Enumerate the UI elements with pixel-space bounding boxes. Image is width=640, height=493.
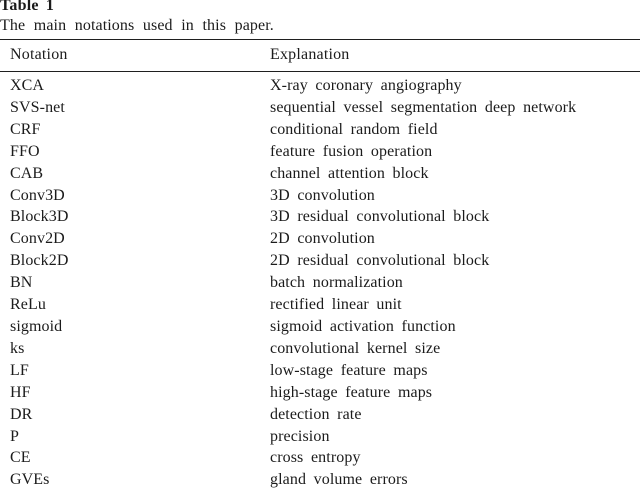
table-row: FFO feature fusion operation — [0, 141, 640, 163]
explanation-cell: high-stage feature maps — [270, 383, 433, 401]
notation-cell: P — [10, 427, 19, 445]
table-row: BN batch normalization — [0, 272, 640, 294]
table-row: HF high-stage feature maps — [0, 382, 640, 404]
table-row: sigmoid sigmoid activation function — [0, 316, 640, 338]
notation-cell: Conv3D — [10, 186, 65, 204]
explanation-cell: cross entropy — [270, 449, 361, 467]
explanation-cell: 2D convolution — [270, 230, 375, 248]
explanation-cell: batch normalization — [270, 274, 403, 292]
table-row: Conv2D 2D convolution — [0, 228, 640, 250]
table-row: Block3D 3D residual convolutional block — [0, 206, 640, 228]
explanation-cell: feature fusion operation — [270, 142, 433, 160]
notation-cell: XCA — [10, 77, 45, 94]
table-row: GVEs gland volume errors — [0, 469, 640, 493]
explanation-cell: convolutional kernel size — [270, 339, 441, 357]
notation-cell: CE — [10, 449, 31, 467]
notation-cell: DR — [10, 405, 33, 423]
table-row: DR detection rate — [0, 404, 640, 426]
explanation-cell: gland volume errors — [270, 471, 408, 489]
explanation-cell: 3D convolution — [270, 186, 375, 204]
notation-cell: ks — [10, 339, 25, 357]
explanation-cell: 3D residual convolutional block — [270, 208, 490, 226]
table-row: CAB channel attention block — [0, 163, 640, 185]
table-row: ReLu rectified linear unit — [0, 294, 640, 316]
explanation-cell: low-stage feature maps — [270, 361, 428, 379]
notation-cell: GVEs — [10, 471, 50, 489]
notation-cell: BN — [10, 274, 33, 292]
explanation-cell: rectified linear unit — [270, 296, 402, 314]
notation-cell: Conv2D — [10, 230, 65, 248]
table-row: Block2D 2D residual convolutional block — [0, 250, 640, 272]
explanation-cell: X-ray coronary angiography — [270, 77, 462, 94]
column-header-explanation: Explanation — [260, 39, 640, 72]
explanation-cell: conditional random field — [270, 120, 438, 138]
explanation-cell: channel attention block — [270, 164, 429, 182]
table-row: CRF conditional random field — [0, 119, 640, 141]
notation-cell: HF — [10, 383, 31, 401]
notation-cell: CRF — [10, 120, 41, 138]
table-row: ks convolutional kernel size — [0, 338, 640, 360]
notation-table: Notation Explanation XCA X-ray coronary a… — [0, 39, 640, 493]
header-row: Notation Explanation — [0, 39, 640, 72]
notation-cell: sigmoid — [10, 317, 63, 335]
table-row: CE cross entropy — [0, 447, 640, 469]
notation-cell: LF — [10, 361, 29, 379]
table-row: Conv3D 3D convolution — [0, 185, 640, 207]
table-row: SVS-net sequential vessel segmentation de… — [0, 97, 640, 119]
explanation-cell: detection rate — [270, 405, 362, 423]
table-title: Table 1 — [0, 0, 55, 14]
table-row: LF low-stage feature maps — [0, 360, 640, 382]
explanation-cell: sigmoid activation function — [270, 317, 456, 335]
table-row: XCA X-ray coronary angiography — [0, 72, 640, 97]
explanation-cell: 2D residual convolutional block — [270, 252, 490, 270]
notation-cell: ReLu — [10, 296, 46, 314]
explanation-cell: sequential vessel segmentation deep netw… — [270, 98, 577, 116]
notation-cell: CAB — [10, 164, 44, 182]
notation-cell: FFO — [10, 142, 40, 160]
notation-cell: Block3D — [10, 208, 69, 226]
notation-cell: SVS-net — [10, 98, 65, 116]
explanation-cell: precision — [270, 427, 330, 445]
table-caption: The main notations used in this paper. — [0, 17, 274, 34]
column-header-notation: Notation — [0, 39, 260, 72]
notation-cell: Block2D — [10, 252, 69, 270]
